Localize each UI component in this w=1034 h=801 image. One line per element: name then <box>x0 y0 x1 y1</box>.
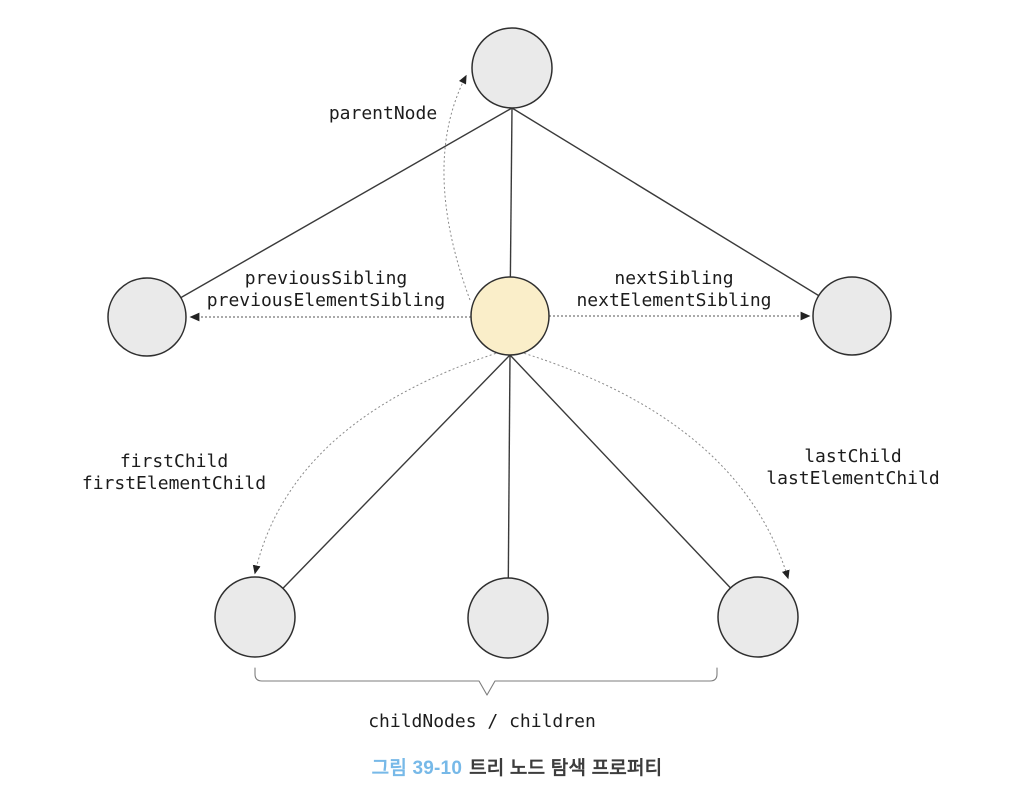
first-child-label-line2: firstElementChild <box>82 473 266 494</box>
first-child-label-line1: firstChild <box>120 451 228 472</box>
previous-sibling-node-circle <box>107 277 187 357</box>
previous-sibling-label-line2: previousElementSibling <box>207 290 445 311</box>
edge-parent-to-previous-sibling <box>146 107 513 318</box>
last-child-label-line2: lastElementChild <box>766 468 939 489</box>
figure-caption-text: 트리 노드 탐색 프로퍼티 <box>469 758 663 779</box>
parent-node-label: parentNode <box>329 103 437 124</box>
diagram-labels: parentNode previousSibling previousEleme… <box>82 103 940 732</box>
next-sibling-label-line2: nextElementSibling <box>576 290 771 311</box>
previous-sibling-label-line1: previousSibling <box>245 268 408 289</box>
last-child-node-circle <box>717 576 799 658</box>
figure-caption: 그림 39-10 트리 노드 탐색 프로퍼티 <box>0 753 1034 780</box>
traversal-arrows <box>189 74 811 580</box>
tree-node-traversal-diagram: parentNode previousSibling previousEleme… <box>82 27 940 732</box>
parent-node-circle <box>471 27 553 109</box>
figure-number: 그림 39-10 <box>371 758 463 779</box>
child-nodes-label: childNodes / children <box>368 711 596 732</box>
child-nodes-brace <box>254 667 718 696</box>
parent-node-arrow <box>443 74 471 301</box>
first-child-arrow <box>252 351 501 575</box>
edge-parent-to-next-sibling <box>511 107 853 317</box>
first-child-node-circle <box>214 576 296 658</box>
next-sibling-node-circle <box>812 276 892 356</box>
edge-current-to-middle-child <box>507 354 511 619</box>
current-node-circle <box>470 276 550 356</box>
tree-nodes <box>107 27 892 659</box>
last-child-label-line1: lastChild <box>804 446 902 467</box>
last-child-arrow <box>519 351 790 580</box>
middle-child-node-circle <box>467 577 549 659</box>
edge-current-to-first-child <box>254 354 511 618</box>
next-sibling-label-line1: nextSibling <box>614 268 733 289</box>
edge-current-to-last-child <box>509 354 759 618</box>
tree-edges <box>146 107 853 619</box>
